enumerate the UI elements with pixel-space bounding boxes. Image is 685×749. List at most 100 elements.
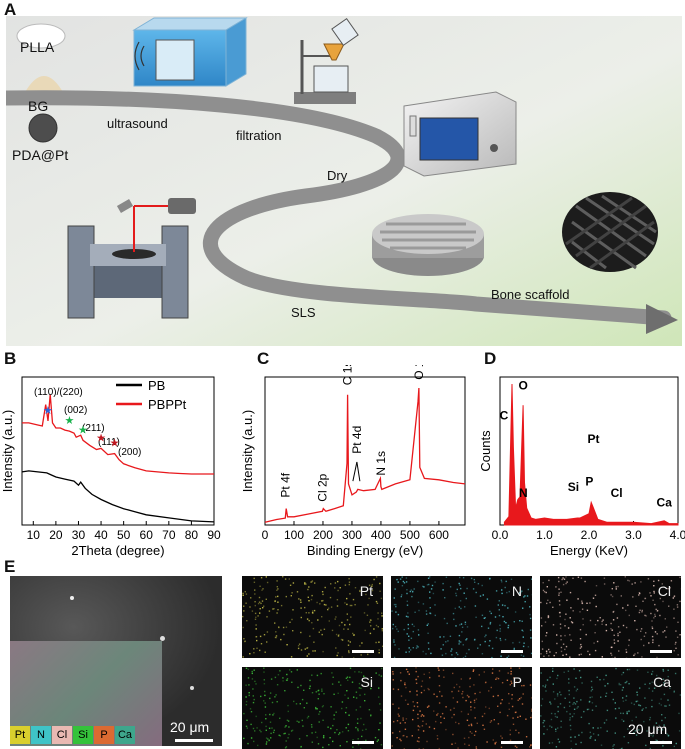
eds-dot xyxy=(345,727,347,729)
eds-dot xyxy=(265,714,267,716)
eds-dot xyxy=(505,580,507,583)
eds-dot xyxy=(422,585,424,588)
eds-dot xyxy=(355,691,358,693)
eds-dot xyxy=(522,636,524,638)
eds-dot xyxy=(308,612,310,614)
eds-dot xyxy=(612,745,614,747)
eds-dot xyxy=(433,693,435,695)
eds-dot xyxy=(558,741,560,743)
eds-dot xyxy=(501,604,504,606)
eds-dot xyxy=(644,683,646,685)
eds-dot xyxy=(417,646,419,648)
eds-dot xyxy=(573,686,576,688)
eds-dot xyxy=(348,581,351,583)
eds-dot xyxy=(499,628,501,630)
eds-dot xyxy=(521,620,523,622)
eds-dot xyxy=(416,694,418,696)
eds-dot xyxy=(303,707,305,709)
eds-dot xyxy=(394,644,396,646)
eds-dot xyxy=(613,634,615,636)
eds-dot xyxy=(649,682,651,685)
eds-dot xyxy=(323,735,325,737)
eds-dot xyxy=(466,694,469,697)
eds-dot xyxy=(300,607,302,609)
eds-dot xyxy=(554,715,557,718)
peak-star: ★ xyxy=(110,437,120,450)
eds-dot xyxy=(437,712,439,715)
eds-dot xyxy=(483,617,485,619)
eds-dot xyxy=(250,711,253,713)
eds-dot xyxy=(559,627,562,629)
eds-dot xyxy=(622,671,625,674)
eds-dot xyxy=(506,714,509,717)
eds-dot xyxy=(252,688,254,690)
eds-dot xyxy=(319,603,321,605)
x-tick-label: 10 xyxy=(27,528,41,542)
eds-dot xyxy=(555,652,557,654)
eds-dot xyxy=(549,651,551,653)
eds-dot xyxy=(434,604,436,606)
eds-dot xyxy=(341,621,343,624)
eds-dot xyxy=(429,612,431,614)
eds-dot xyxy=(290,595,292,597)
eds-dot xyxy=(455,594,458,597)
eds-dot xyxy=(510,680,512,682)
eds-dot xyxy=(286,673,288,676)
eds-dot xyxy=(333,718,335,720)
eds-dot xyxy=(296,720,298,722)
eds-dot xyxy=(444,597,446,599)
eds-dot xyxy=(395,603,397,606)
eds-dot xyxy=(258,596,261,599)
eds-dot xyxy=(257,615,259,617)
eds-dot xyxy=(438,675,440,677)
eds-dot xyxy=(377,626,379,628)
eds-dot xyxy=(320,672,322,675)
eds-dot xyxy=(427,687,429,690)
eds-dot xyxy=(308,687,311,690)
eds-dot xyxy=(245,696,247,698)
eds-dot xyxy=(407,612,409,614)
eds-dot xyxy=(446,622,448,625)
eds-dot xyxy=(470,577,473,580)
eds-dot xyxy=(679,600,681,603)
eds-dot xyxy=(406,633,408,635)
eds-dot xyxy=(450,650,452,652)
eds-dot xyxy=(341,731,344,733)
eds-dot xyxy=(530,652,532,655)
eds-dot xyxy=(273,608,275,610)
eds-dot xyxy=(490,612,492,615)
eds-dot xyxy=(582,624,584,626)
eds-dot xyxy=(455,592,457,595)
eds-dot xyxy=(603,583,606,585)
eds-dot xyxy=(378,649,380,651)
eds-dot xyxy=(592,597,595,599)
eds-dot xyxy=(275,631,277,633)
eds-dot xyxy=(591,688,594,691)
eds-dot xyxy=(318,721,320,723)
legend-chip-cl: Cl xyxy=(52,726,72,744)
eds-dot xyxy=(564,697,566,699)
eds-dot xyxy=(310,581,313,583)
eds-dot xyxy=(369,621,371,623)
eds-dot xyxy=(556,642,558,645)
eds-dot xyxy=(427,577,430,579)
eds-dot xyxy=(456,683,458,686)
eds-dot xyxy=(346,741,348,743)
eds-dot xyxy=(662,631,664,633)
eds-dot xyxy=(358,687,361,689)
eds-dot xyxy=(358,682,361,685)
eds-dot xyxy=(454,607,456,610)
eds-dot xyxy=(634,653,636,655)
eds-dot xyxy=(565,645,568,648)
eds-dot xyxy=(594,632,596,634)
eds-dot xyxy=(379,722,381,724)
eds-dot xyxy=(664,630,666,632)
eds-dot xyxy=(323,737,325,739)
eds-dot xyxy=(542,582,544,584)
eds-map-cl: Cl xyxy=(540,576,681,658)
eds-dot xyxy=(473,701,476,704)
eds-dot xyxy=(627,742,630,744)
eds-dot xyxy=(368,584,371,586)
eds-dot xyxy=(658,702,661,705)
eds-dot xyxy=(610,594,612,596)
